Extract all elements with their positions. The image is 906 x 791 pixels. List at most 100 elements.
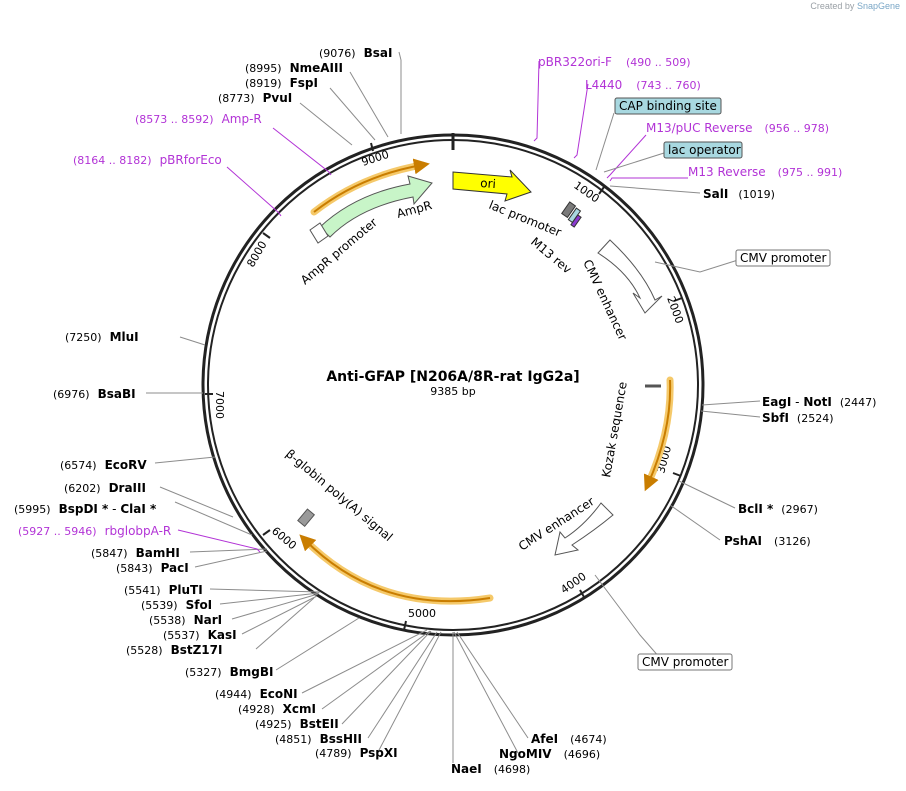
site-label: (8995)NmeAIII	[245, 61, 343, 75]
tick-mark	[262, 529, 271, 536]
boxed-labels: CAP binding site lac operator CMV promot…	[614, 97, 831, 671]
site-label: (7250)MluI	[65, 330, 139, 344]
primer-line	[272, 127, 332, 176]
site-leaders	[146, 51, 761, 763]
site-label: (6976)BsaBI	[53, 387, 136, 401]
tick-mark	[579, 589, 585, 598]
betaglobin-label: β-globin poly(A) signal	[283, 447, 395, 544]
leader-line	[654, 259, 739, 273]
lac-promoter-feature	[561, 201, 577, 219]
leader-line	[329, 87, 376, 141]
cap-binding-site-box	[614, 97, 722, 115]
leader-line	[174, 501, 253, 536]
site-labels: (9076)BsaI (8995)NmeAIII (8919)FspI (877…	[14, 46, 876, 776]
tick-mark	[672, 472, 682, 477]
leader-line	[349, 71, 389, 138]
ori-label: ori	[480, 176, 497, 191]
tick-mark	[262, 232, 271, 239]
leader-line	[594, 574, 661, 659]
heavy-chain-orf	[643, 379, 672, 492]
primer-labels: pBR322ori-F(490 .. 509) L4440(743 .. 760…	[18, 55, 842, 538]
cmv-promoter-label: CMV promoter	[740, 251, 827, 265]
cap-binding-site-label: CAP binding site	[619, 99, 717, 113]
site-label: (8919)FspI	[245, 76, 318, 90]
ampr-orf	[313, 158, 430, 213]
site-label: (6574)EcoRV	[60, 458, 147, 472]
credit: Created by SnapGene	[810, 1, 900, 11]
betaglobin-feature	[297, 508, 316, 528]
tick-label: 6000	[269, 524, 299, 552]
tick-label: 7000	[213, 391, 226, 419]
cmv-promoter-box	[735, 249, 831, 267]
site-label: (4851)BssHII	[275, 732, 362, 746]
primer-label: (5927 .. 5946)rbglobpA-R	[18, 524, 171, 538]
leader-line	[194, 550, 268, 568]
site-label: (4928)XcmI	[238, 702, 316, 716]
leader-line	[456, 631, 529, 739]
light-chain-orf	[299, 534, 491, 603]
tick-mark	[673, 297, 683, 302]
leader-line	[603, 152, 665, 173]
leader-line	[701, 400, 761, 406]
cmv-promoter-box-2	[637, 653, 733, 671]
ori-feature	[452, 169, 532, 202]
leader-line	[678, 480, 736, 509]
tick-label: 5000	[408, 607, 436, 620]
site-label: (5847)BamHI	[91, 546, 180, 560]
kozak-label: Kozak sequence	[599, 381, 630, 479]
leader-line	[255, 597, 315, 650]
leader-line	[669, 504, 721, 541]
leader-line	[154, 456, 216, 464]
lac-operator-label: lac operator	[668, 143, 741, 157]
primer-line	[573, 83, 589, 159]
leader-line	[341, 630, 432, 725]
primer-line	[226, 166, 282, 217]
site-label: AfeI(4674)	[531, 732, 607, 746]
primer-label: (8164 .. 8182)pBRforEco	[73, 153, 222, 167]
site-label: (4789)PspXI	[315, 746, 398, 760]
leader-line	[609, 185, 701, 194]
site-label: SalI(1019)	[703, 187, 775, 201]
site-label: BclI *(2967)	[738, 502, 818, 516]
site-label: (5538)NarI	[149, 613, 222, 627]
site-label: (9076)BsaI	[319, 46, 392, 60]
tick-mark	[370, 142, 374, 152]
tick-label: 1000	[571, 179, 601, 206]
m13-rev-feature	[570, 214, 582, 228]
plasmid-size: 9385 bp	[430, 385, 475, 398]
site-label: NgoMIV(4696)	[499, 747, 600, 761]
site-label: SbfI(2524)	[762, 411, 834, 425]
primer-line	[609, 177, 688, 182]
cmv-enhancer-feature-2	[554, 502, 614, 556]
cmv-enhancer-feature	[597, 239, 663, 314]
primer-label: pBR322ori-F(490 .. 509)	[538, 55, 691, 69]
plasmid-name: Anti-GFAP [N206A/8R-rat IgG2a]	[326, 369, 579, 385]
primer-line	[177, 529, 261, 553]
leader-line	[595, 112, 615, 171]
site-label: (5539)SfoI	[141, 598, 212, 612]
site-label: (5541)PluTI	[124, 583, 203, 597]
leader-line	[700, 410, 761, 418]
lac-operator-box	[663, 141, 743, 159]
ampr-label: AmpR	[395, 198, 433, 221]
light-chain-orf-highlight	[301, 536, 494, 605]
leader-line	[275, 617, 360, 671]
site-label: (5327)BmgBI	[185, 665, 273, 679]
leader-line	[231, 593, 319, 620]
snapgene-logo[interactable]: SnapGene	[856, 1, 900, 11]
site-label: (5537)KasI	[163, 628, 237, 642]
site-label: (4944)EcoNI	[215, 687, 298, 701]
primer-label: M13/pUC Reverse(956 .. 978)	[646, 121, 829, 135]
site-label: (5528)BstZ17I	[126, 643, 222, 657]
primer-label: (8573 .. 8592)Amp-R	[135, 112, 262, 126]
primer-label: M13 Reverse(975 .. 991)	[688, 165, 842, 179]
primer-leaders	[177, 60, 688, 553]
feature-box-leaders	[595, 112, 665, 173]
lac-promoter-label: lac promoter	[487, 198, 563, 240]
leader-line	[189, 548, 268, 553]
cmv-promoter-label-2: CMV promoter	[642, 655, 729, 669]
leader-line	[377, 631, 442, 753]
leader-line	[179, 336, 206, 346]
leader-line	[367, 631, 438, 739]
